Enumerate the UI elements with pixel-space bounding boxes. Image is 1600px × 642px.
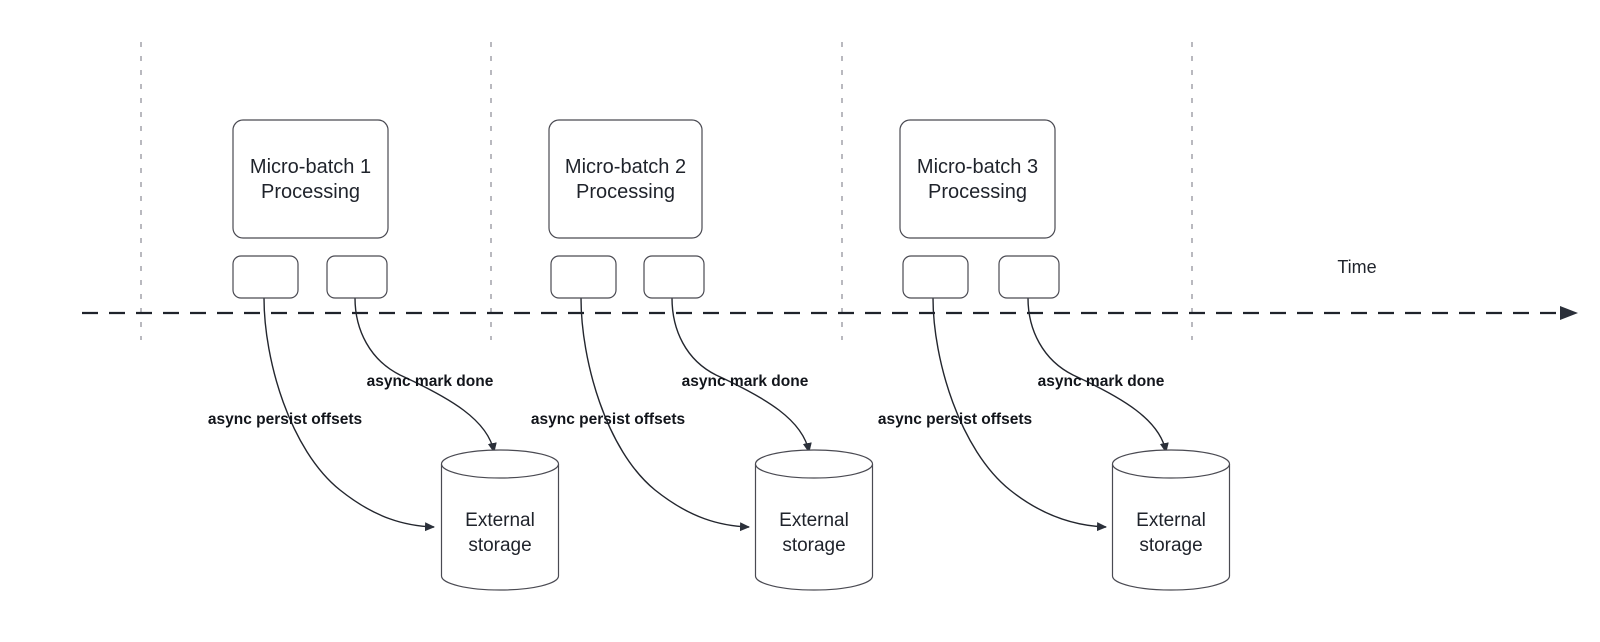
edge-mark-done-3 <box>1027 297 1169 453</box>
timeline-axis-label: Time <box>1337 257 1376 277</box>
task-box-mark-2[interactable] <box>643 255 705 299</box>
micro-batch-label-line1-3: Micro-batch 3 <box>917 156 1038 178</box>
timeline-arrowhead <box>1560 306 1578 320</box>
label-layer: Time async persist offsets async mark done… <box>208 156 1377 556</box>
external-storage-label-line2-3: storage <box>1139 535 1202 556</box>
task-box-mark-3[interactable] <box>998 255 1060 299</box>
edge-persist-offsets-2-label: async persist offsets <box>531 411 685 428</box>
micro-batch-label-line1-2: Micro-batch 2 <box>565 156 686 178</box>
external-storage-cylinder-top-3[interactable] <box>1111 449 1231 479</box>
edge-persist-offsets-3-label: async persist offsets <box>878 411 1032 428</box>
external-storage-label-line2-1: storage <box>468 535 531 556</box>
external-storage-label-line1-3: External <box>1136 510 1206 531</box>
micro-batch-box-1[interactable] <box>232 119 389 239</box>
node-layer <box>232 119 1231 591</box>
micro-batch-label-line2-3: Processing <box>928 181 1027 203</box>
edge-mark-done-2-label: async mark done <box>682 373 809 390</box>
edge-persist-offsets-1 <box>263 297 435 532</box>
edge-layer <box>263 297 1169 532</box>
micro-batch-label-line2-2: Processing <box>576 181 675 203</box>
external-storage-cylinder-body-2[interactable] <box>754 464 874 591</box>
task-box-persist-2[interactable] <box>550 255 617 299</box>
edge-mark-done-1 <box>354 297 497 453</box>
task-box-persist-1[interactable] <box>232 255 299 299</box>
edge-persist-offsets-1-label: async persist offsets <box>208 411 362 428</box>
edge-mark-done-2 <box>671 297 812 453</box>
micro-batch-box-3[interactable] <box>899 119 1056 239</box>
edge-persist-offsets-2 <box>580 297 750 532</box>
external-storage-cylinder-top-2[interactable] <box>754 449 874 479</box>
external-storage-cylinder-body-3[interactable] <box>1111 464 1231 591</box>
external-storage-label-line1-2: External <box>779 510 849 531</box>
timeline-layer <box>82 306 1578 320</box>
edge-mark-done-1-label: async mark done <box>367 373 494 390</box>
micro-batch-box-2[interactable] <box>548 119 703 239</box>
micro-batch-label-line1-1: Micro-batch 1 <box>250 156 371 178</box>
external-storage-cylinder-body-1[interactable] <box>440 464 560 591</box>
task-box-persist-3[interactable] <box>902 255 969 299</box>
edge-mark-done-3-label: async mark done <box>1038 373 1165 390</box>
external-storage-label-line1-1: External <box>465 510 535 531</box>
task-box-mark-1[interactable] <box>326 255 388 299</box>
external-storage-cylinder-top-1[interactable] <box>440 449 560 479</box>
micro-batch-label-line2-1: Processing <box>261 181 360 203</box>
external-storage-label-line2-2: storage <box>782 535 845 556</box>
edge-persist-offsets-3 <box>932 297 1107 532</box>
